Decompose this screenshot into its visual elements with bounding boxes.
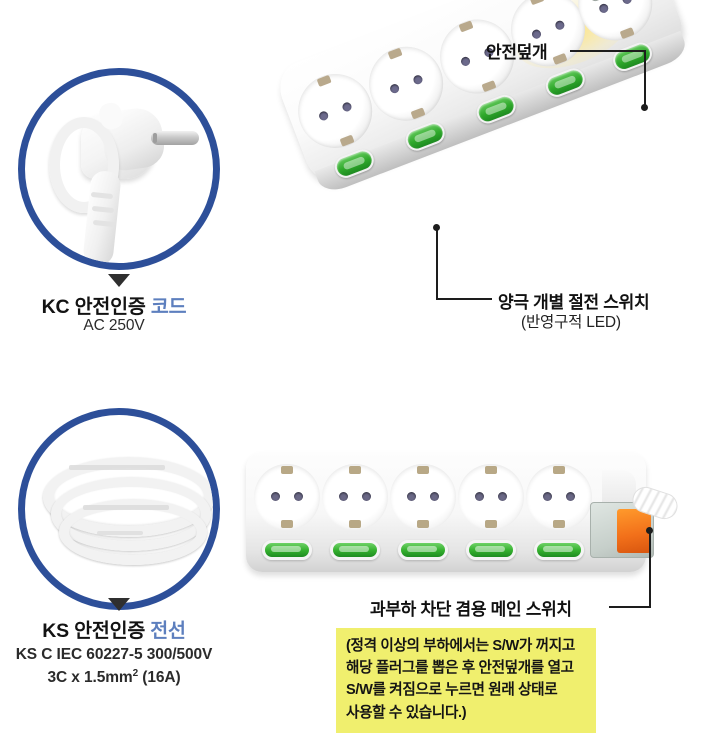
- ks-certification-badge: [18, 408, 220, 610]
- leader-line-individual-switch-v: [436, 228, 438, 300]
- plug-photo: [25, 75, 213, 263]
- plug-grip-loop: [49, 117, 119, 213]
- socket: [458, 464, 524, 530]
- power-switch[interactable]: [330, 540, 380, 560]
- front-view-power-strip: [246, 452, 681, 572]
- kc-caption-accent: 코드: [150, 296, 187, 318]
- leader-line-safety-cover-v: [644, 50, 646, 108]
- caution-note-line: S/W를 켜짐으로 누르면 원래 상태로: [346, 682, 558, 699]
- leader-line-safety-cover-h: [570, 50, 646, 52]
- kc-caption-sub: AC 250V: [83, 317, 145, 334]
- cable-loop: [59, 499, 207, 565]
- triangle-down-icon-top: [108, 274, 130, 287]
- angled-power-strip: [272, 0, 702, 302]
- kc-caption-main: KC 안전인증 코드: [0, 290, 228, 319]
- cable-print: [69, 465, 165, 470]
- ks-spec-line-1: KS C IEC 60227-5 300/500V: [15, 646, 213, 663]
- leader-dot-main-switch: [646, 527, 653, 534]
- kc-caption-prefix: KC 안전인증: [41, 296, 146, 318]
- ks-caption-main: KS 안전인증 전선: [0, 614, 228, 643]
- ks-spec-line-2: 3C x 1.5mm2 (16A): [0, 668, 228, 687]
- socket: [254, 464, 320, 530]
- plug-pin-notch: [153, 133, 157, 143]
- annotation-main-switch: 과부하 차단 겸용 메인 스위치: [370, 600, 572, 619]
- cable-photo: [25, 415, 213, 603]
- caution-note: (정격 이상의 부하에서는 S/W가 꺼지고 해당 플러그를 뽑은 후 안전덮개…: [336, 628, 596, 733]
- ks-caption-accent: 전선: [150, 620, 186, 642]
- annotation-individual-switch-sub: (반영구적 LED): [521, 314, 621, 331]
- leader-dot-safety-cover: [641, 104, 648, 111]
- caution-note-line: 해당 플러그를 뽑은 후 안전덮개를 열고: [346, 660, 574, 677]
- ks-spec-current: (16A): [138, 669, 181, 687]
- leader-line-main-switch-v: [649, 530, 651, 608]
- triangle-down-icon-bottom: [108, 598, 130, 611]
- caution-note-line: (정격 이상의 부하에서는 S/W가 꺼지고: [346, 638, 575, 654]
- power-switch[interactable]: [466, 540, 516, 560]
- socket: [322, 464, 388, 530]
- annotation-safety-cover: 안전덮개: [486, 43, 548, 62]
- main-switch-orange[interactable]: [617, 509, 651, 553]
- kc-certification-badge: [18, 68, 220, 270]
- cable-print: [83, 505, 169, 510]
- leader-dot-individual-switch: [433, 224, 440, 231]
- cable-print: [97, 531, 143, 535]
- ks-spec-superscript: 2: [132, 668, 139, 679]
- socket: [390, 464, 456, 530]
- leader-line-main-switch-h: [609, 606, 651, 608]
- power-switch[interactable]: [398, 540, 448, 560]
- power-switch[interactable]: [534, 540, 584, 560]
- power-switch[interactable]: [262, 540, 312, 560]
- leader-line-individual-switch-h: [436, 298, 492, 300]
- ks-caption-prefix: KS 안전인증: [42, 620, 146, 642]
- plug-pin: [151, 131, 199, 145]
- socket: [526, 464, 592, 530]
- caution-note-line: 사용할 수 있습니다.): [346, 704, 467, 721]
- ks-spec-conductor: 3C x 1.5mm: [47, 669, 133, 687]
- annotation-individual-switch: 양극 개별 절전 스위치: [498, 293, 650, 312]
